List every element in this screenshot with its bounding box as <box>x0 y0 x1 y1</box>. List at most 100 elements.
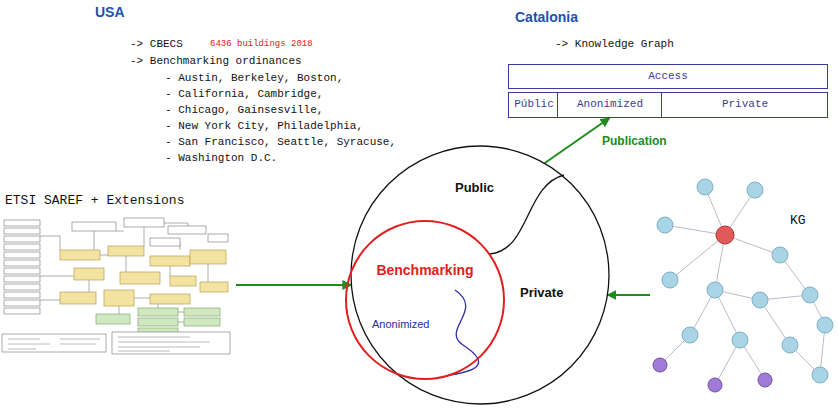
ontology-legend <box>8 349 36 350</box>
ontology-legend <box>118 347 200 348</box>
cell-text: Públic <box>514 98 554 111</box>
ontology-class-box <box>4 308 40 314</box>
cell-text: Private <box>722 98 768 111</box>
ontology-links <box>178 312 184 313</box>
ontology-class-box <box>150 294 190 304</box>
ontology-class-box <box>4 292 40 298</box>
ontology-class-box <box>104 290 134 306</box>
ontology-class-box <box>124 218 164 227</box>
city-list: - San Francisco, Seattle, Syracuse, <box>165 136 396 149</box>
ontology-class-box <box>4 220 40 226</box>
graph-vertex <box>782 337 798 353</box>
ontology-links <box>116 231 124 232</box>
ontology-legend <box>112 332 230 354</box>
ontology-class-box <box>60 246 228 306</box>
city-list: - New York City, Philadelphia, <box>165 120 363 133</box>
ontology-links <box>40 223 208 322</box>
graph-vertex-purple <box>653 358 772 392</box>
graph-vertex <box>772 247 788 263</box>
ontology-legend <box>118 342 210 343</box>
ontology-legend <box>2 332 230 354</box>
ontology-legend <box>118 351 170 352</box>
ontology-class-box <box>60 292 96 304</box>
ontology-class-box <box>200 282 228 292</box>
ontology-links <box>40 276 74 277</box>
graph-vertex-purple <box>653 358 667 372</box>
ontology-links <box>126 256 127 272</box>
ontology-class-box <box>4 268 40 274</box>
ontology-extension-box <box>96 314 130 324</box>
ontology-extension-box <box>184 308 220 316</box>
ontology-links <box>164 223 188 226</box>
ontology-links <box>208 264 209 282</box>
graph-vertex <box>732 332 748 348</box>
ontology-legend <box>8 337 210 351</box>
region-divider <box>490 175 564 254</box>
ontology-legend <box>60 344 96 345</box>
dataset-item: -> Knowledge Graph <box>555 38 674 51</box>
ontology-class-box <box>72 222 116 231</box>
edge-label: Publication <box>600 134 669 148</box>
ontology-title: ETSI SAREF + Extensions <box>5 193 184 209</box>
table-header: Access <box>508 64 828 89</box>
ontology-class-box <box>120 272 160 284</box>
ontology-illustration <box>2 218 230 354</box>
ontology-class-box <box>150 256 190 266</box>
city-list: - Austin, Berkeley, Boston, <box>165 72 343 85</box>
ontology-class-box <box>74 268 104 280</box>
ontology-class-box <box>4 300 40 306</box>
benchmarking-circle-outline <box>345 220 505 380</box>
ontology-links <box>134 298 150 299</box>
region-label: Private <box>520 285 563 301</box>
region-heading: USA <box>95 4 125 21</box>
graph-vertex <box>697 179 713 195</box>
ontology-links <box>100 255 108 256</box>
dataset-note: 6436 buildings 2018 <box>210 39 313 50</box>
ontology-class-box <box>4 228 40 234</box>
ontology-links <box>158 304 159 308</box>
graph-vertex-purple <box>708 378 722 392</box>
cell-text: Anonimized <box>577 98 643 111</box>
ontology-class-box <box>4 244 40 250</box>
ontology-links <box>40 300 60 301</box>
ontology-class-box <box>4 260 40 266</box>
dataset-item: -> CBECS <box>130 38 183 51</box>
ontology-links <box>94 231 95 250</box>
graph-vertex <box>682 327 698 343</box>
graph-vertex-highlight <box>716 226 734 244</box>
dataset-item: -> Benchmarking ordinances <box>130 55 302 68</box>
ontology-class-box <box>208 234 228 242</box>
ontology-legend <box>8 344 50 345</box>
ontology-links <box>178 322 184 323</box>
knowledge-graph-box: KG <box>650 175 835 409</box>
access-table: AccessPúblic Anonimized Private <box>508 64 828 118</box>
ontology-class-box <box>60 250 100 260</box>
flow-arrow <box>236 284 351 286</box>
graph-vertex <box>802 287 818 303</box>
ontology-class-box <box>4 284 40 290</box>
graph-edge <box>660 187 825 385</box>
ontology-links <box>144 227 145 246</box>
ontology-class-box <box>4 236 40 242</box>
knowledge-graph-illustration <box>653 179 833 392</box>
benchmarking-label: Benchmarking <box>376 262 473 279</box>
city-list: - Chicago, Gainsesville, <box>165 104 323 117</box>
graph-vertex <box>747 182 763 198</box>
ontology-class-box <box>150 238 180 246</box>
graph-vertex <box>657 217 673 233</box>
ontology-legend <box>2 334 106 352</box>
table-cell: Públic <box>508 92 558 118</box>
ontology-links <box>40 236 60 250</box>
table-cell: Anonimized <box>557 92 662 118</box>
ontology-class-box <box>4 218 228 314</box>
ontology-links <box>89 280 90 292</box>
ontology-extension-box <box>138 308 178 316</box>
graph-vertex <box>662 272 678 288</box>
region-label: Public <box>455 180 494 196</box>
ontology-class-box <box>190 250 226 264</box>
ontology-extension-box <box>138 318 178 326</box>
city-list: - California, Cambridge, <box>165 88 323 101</box>
kg-label: KG <box>790 213 806 229</box>
region-heading: Catalonia <box>515 9 578 26</box>
